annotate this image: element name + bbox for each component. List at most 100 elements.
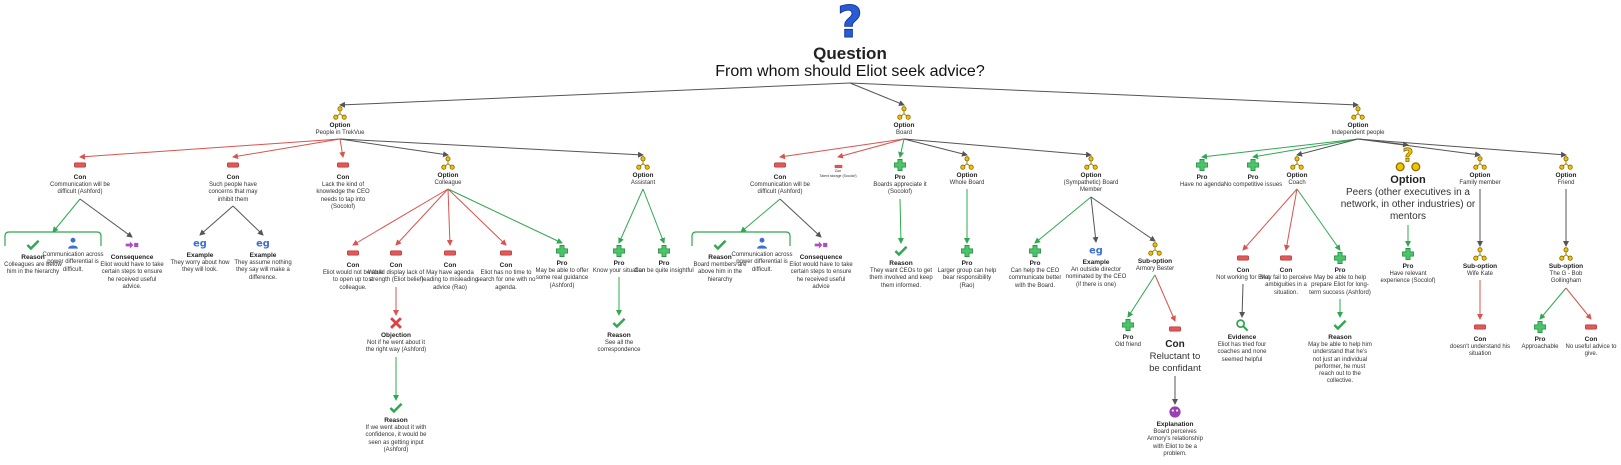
node-label: Con: [443, 262, 457, 269]
option-icon: [1290, 156, 1304, 170]
minus-icon: [443, 246, 457, 260]
node-text: (Sympathetic) Board Member: [1063, 180, 1119, 194]
node-text: Old friend: [1114, 342, 1141, 348]
minus-icon: [336, 158, 350, 172]
plus-icon: [1533, 320, 1547, 334]
minus-icon: [73, 158, 87, 172]
node-label: Option: [437, 172, 459, 179]
node-label: Pro: [658, 260, 670, 267]
node-text: May be able to help him understand that …: [1308, 342, 1372, 385]
node-label: Reason: [384, 417, 408, 424]
edge-to-option: [339, 82, 851, 108]
node-text: Colleagues are below him in the hierarch…: [4, 262, 62, 276]
option-node[interactable]: Option(Sympathetic) Board Member: [1059, 156, 1123, 195]
node-text: Lack the kind of knowledge the CEO needs…: [316, 182, 370, 210]
plus-icon: [1333, 251, 1347, 265]
edge-to-consequence: [779, 198, 822, 238]
edge-to-con: [1565, 287, 1592, 320]
edge-to-option: [1090, 196, 1156, 242]
node-label: Evidence: [1227, 334, 1257, 341]
option-icon: [1148, 242, 1162, 256]
node-text: Eliot would not be able to open up to a …: [322, 270, 384, 291]
magnifier-icon: [1235, 318, 1249, 332]
node-text: No useful advice to give.: [1565, 344, 1617, 358]
note-node[interactable]: Communication across power differential …: [730, 236, 794, 274]
check-icon: [894, 244, 908, 258]
node-label: Sub-option: [1137, 258, 1173, 265]
plus-icon: [1195, 158, 1209, 172]
node-label: Example: [249, 252, 277, 259]
arrow-box-icon: [125, 238, 139, 252]
option-icon: [441, 156, 455, 170]
node-text: Have no agenda: [1179, 182, 1225, 188]
option-icon: [636, 156, 650, 170]
node-text: Not working for Eliot: [1216, 275, 1270, 281]
node-text: The G - Bob Gollingham: [1549, 271, 1583, 285]
node-label: Pro: [1122, 334, 1134, 341]
eg-icon: eg: [256, 236, 270, 250]
arrow-box-icon: [814, 238, 828, 252]
edge-to-con: [446, 188, 453, 246]
node-label: Sub-option: [1462, 263, 1498, 270]
node-text: Larger group can help bear responsibilit…: [937, 268, 997, 289]
check-icon: [1333, 318, 1347, 332]
note-node[interactable]: Communication across power differential …: [41, 236, 105, 274]
node-text: Armory Bester: [1135, 266, 1175, 272]
node-label: Con: [1584, 336, 1598, 343]
